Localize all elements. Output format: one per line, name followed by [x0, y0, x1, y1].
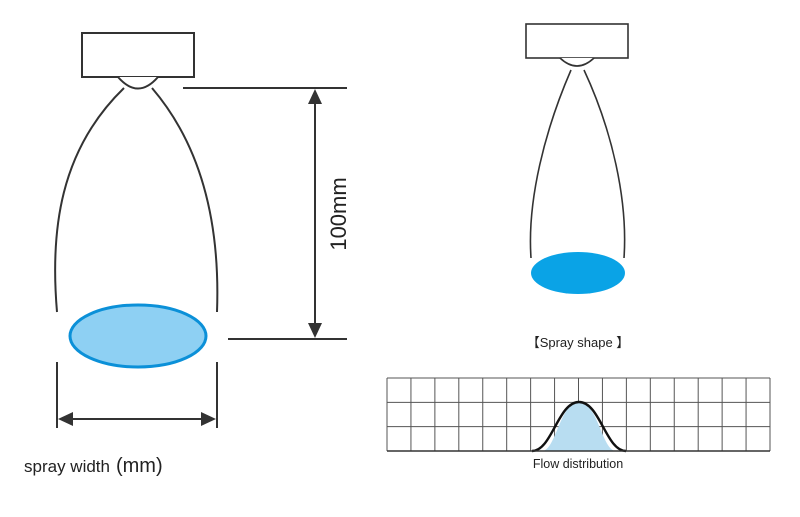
left-spray-cone-right-edge — [151, 87, 219, 313]
width-dimension: spray width (mm) — [24, 362, 218, 477]
flow-curve — [531, 400, 627, 453]
width-label: spray width (mm) — [24, 455, 163, 477]
height-label: 100mm — [326, 177, 351, 250]
height-arrow-down — [308, 323, 322, 338]
width-arrow-left — [58, 412, 73, 426]
flow-caption: Flow distribution — [533, 457, 623, 471]
flow-distribution: Flow distribution — [386, 377, 771, 471]
left-spray-pattern — [68, 303, 208, 369]
height-arrow-up — [308, 89, 322, 104]
right-spray-pattern — [531, 252, 625, 294]
height-dimension: 100mm — [183, 87, 351, 340]
left-nozzle-tip — [117, 76, 159, 90]
right-nozzle-body — [525, 23, 629, 59]
right-nozzle-assembly: 【Spray shape 】 — [525, 23, 630, 350]
width-arrow-right — [201, 412, 216, 426]
left-nozzle-body — [81, 32, 195, 78]
right-nozzle-tip — [559, 57, 595, 67]
width-label-unit: (mm) — [116, 455, 163, 477]
spray-shape-caption: 【Spray shape 】 — [527, 335, 630, 350]
width-label-text: spray width — [24, 457, 110, 476]
left-spray-cone-left-edge — [54, 87, 125, 313]
left-nozzle-assembly — [54, 32, 219, 369]
right-spray-cone-left-edge — [529, 69, 572, 259]
flow-area — [542, 402, 616, 451]
right-spray-cone-right-edge — [583, 69, 626, 259]
